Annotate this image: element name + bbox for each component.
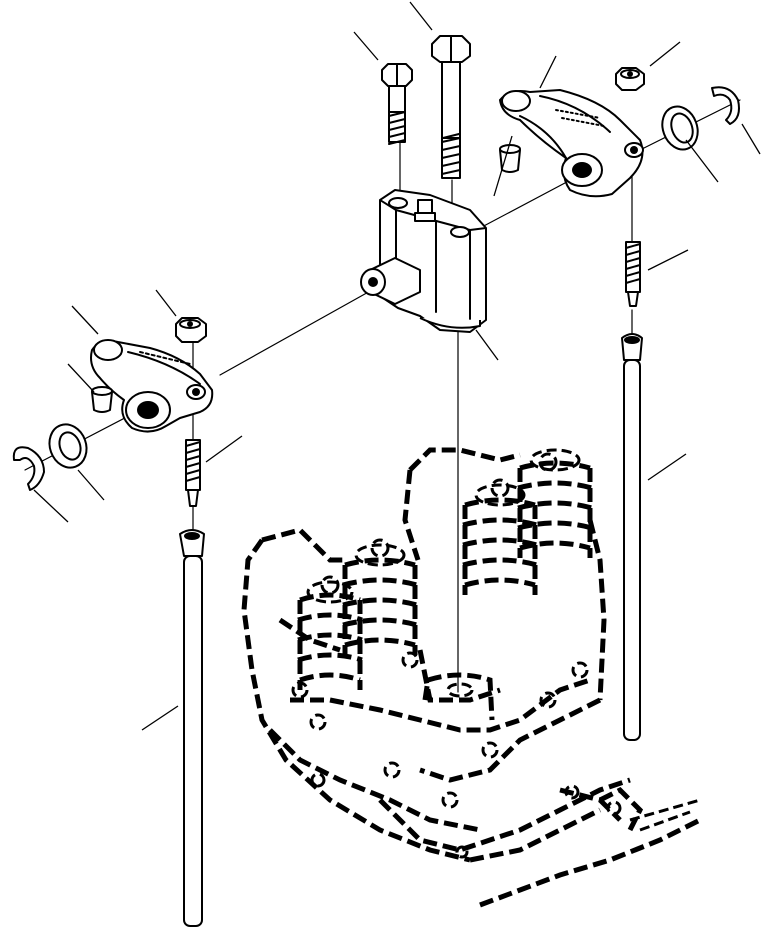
push-rod-right [621,333,643,741]
center-lines [24,99,741,693]
snap-ring-left [12,446,45,491]
callout-leaders [33,1,761,731]
support-boss [422,672,495,721]
valve-spring-4 [517,448,593,558]
adjust-screw-right [625,241,641,307]
valve-spring-2 [342,538,418,655]
valve-spring-1 [297,575,363,690]
rocker-arm-left [90,339,214,433]
bushing-left [91,386,113,413]
cylinder-head-phantom [241,447,702,908]
rocker-support [360,189,487,333]
valve-spring-3 [462,478,538,595]
bolt-short [381,63,413,145]
adjust-screw-left [185,439,201,507]
bolt-long [431,35,471,179]
nut-left [175,317,207,343]
washer-right [661,105,699,151]
washer-left [48,423,88,469]
rocker-arm-right [499,89,644,198]
nut-right [615,67,645,91]
push-rod-left [179,529,205,927]
bushing-right [499,144,521,173]
snap-ring-right [711,86,740,125]
